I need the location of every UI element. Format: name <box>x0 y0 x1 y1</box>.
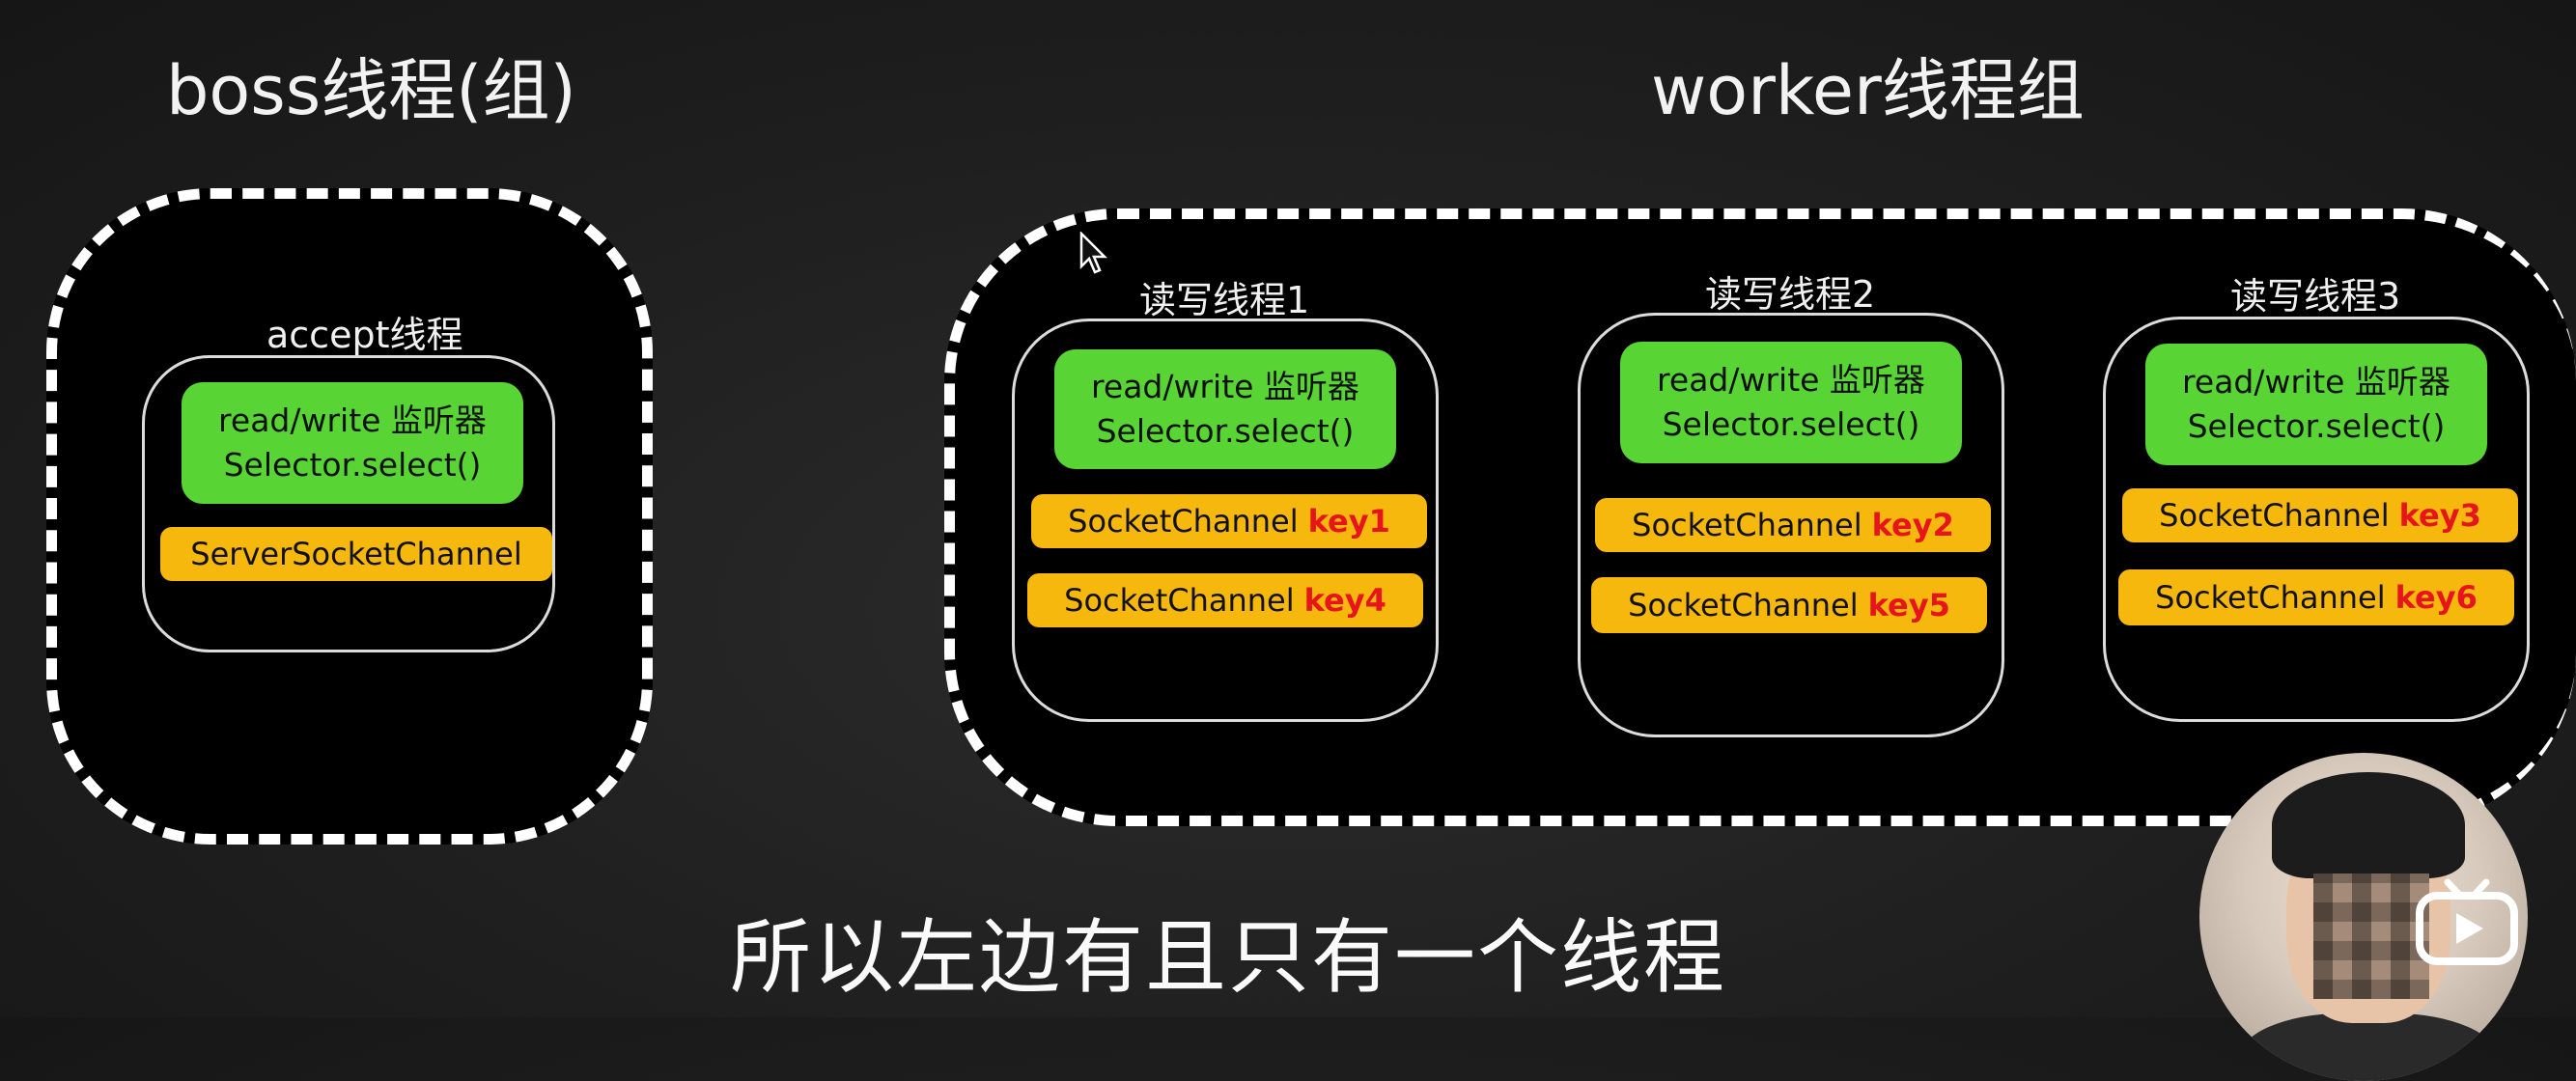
boss-heading: boss线程(组) <box>166 51 576 130</box>
socket-channel-label: SocketChannel <box>1632 507 1862 543</box>
selector-select-label: Selector.select() <box>2187 407 2446 445</box>
video-play-icon[interactable] <box>2414 878 2520 965</box>
selector-listener-label: read/write 监听器 <box>218 402 487 439</box>
socket-channel-label: SocketChannel <box>1628 587 1859 624</box>
worker-selector-box-1: read/write 监听器 Selector.select() <box>1054 349 1396 469</box>
channel-key-label: key4 <box>1303 582 1386 619</box>
worker-thread-label-1: 读写线程1 <box>1139 279 1310 321</box>
selector-select-label: Selector.select() <box>1662 405 1920 443</box>
selector-listener-label: read/write 监听器 <box>2182 363 2450 401</box>
socket-channel-key4: SocketChannel key4 <box>1027 573 1423 627</box>
accept-selector-box: read/write 监听器 Selector.select() <box>182 382 523 504</box>
presenter-shirt <box>2238 1013 2499 1081</box>
blurred-face-mosaic <box>2313 873 2429 999</box>
server-socket-channel: ServerSocketChannel <box>160 527 552 581</box>
socket-channel-key2: SocketChannel key2 <box>1595 498 1991 552</box>
socket-channel-label: SocketChannel <box>2159 497 2390 534</box>
socket-channel-label: SocketChannel <box>1068 503 1299 540</box>
socket-channel-key3: SocketChannel key3 <box>2122 488 2518 542</box>
socket-channel-label: SocketChannel <box>2155 579 2386 616</box>
selector-listener-label: read/write 监听器 <box>1091 368 1359 405</box>
socket-channel-label: SocketChannel <box>1064 582 1295 619</box>
video-subtitle: 所以左边有且只有一个线程 <box>730 910 1727 1005</box>
selector-select-label: Selector.select() <box>1096 412 1355 450</box>
worker-selector-box-2: read/write 监听器 Selector.select() <box>1620 342 1962 463</box>
accept-thread-label: accept线程 <box>266 314 463 356</box>
channel-key-label: key2 <box>1871 507 1954 543</box>
presenter-hair <box>2272 772 2465 878</box>
socket-channel-key1: SocketChannel key1 <box>1031 494 1427 548</box>
worker-heading: worker线程组 <box>1651 51 2085 130</box>
channel-key-label: key3 <box>2398 497 2481 534</box>
channel-key-label: key5 <box>1867 587 1950 624</box>
cursor-icon <box>1079 232 1108 274</box>
worker-thread-label-3: 读写线程3 <box>2230 275 2401 318</box>
channel-key-label: key6 <box>2394 579 2478 616</box>
server-socket-channel-label: ServerSocketChannel <box>190 536 522 572</box>
selector-select-label: Selector.select() <box>223 446 482 484</box>
worker-thread-label-2: 读写线程2 <box>1705 273 1876 316</box>
worker-selector-box-3: read/write 监听器 Selector.select() <box>2145 344 2487 465</box>
channel-key-label: key1 <box>1307 503 1390 540</box>
selector-listener-label: read/write 监听器 <box>1657 361 1925 399</box>
socket-channel-key5: SocketChannel key5 <box>1591 577 1987 633</box>
socket-channel-key6: SocketChannel key6 <box>2118 569 2514 625</box>
